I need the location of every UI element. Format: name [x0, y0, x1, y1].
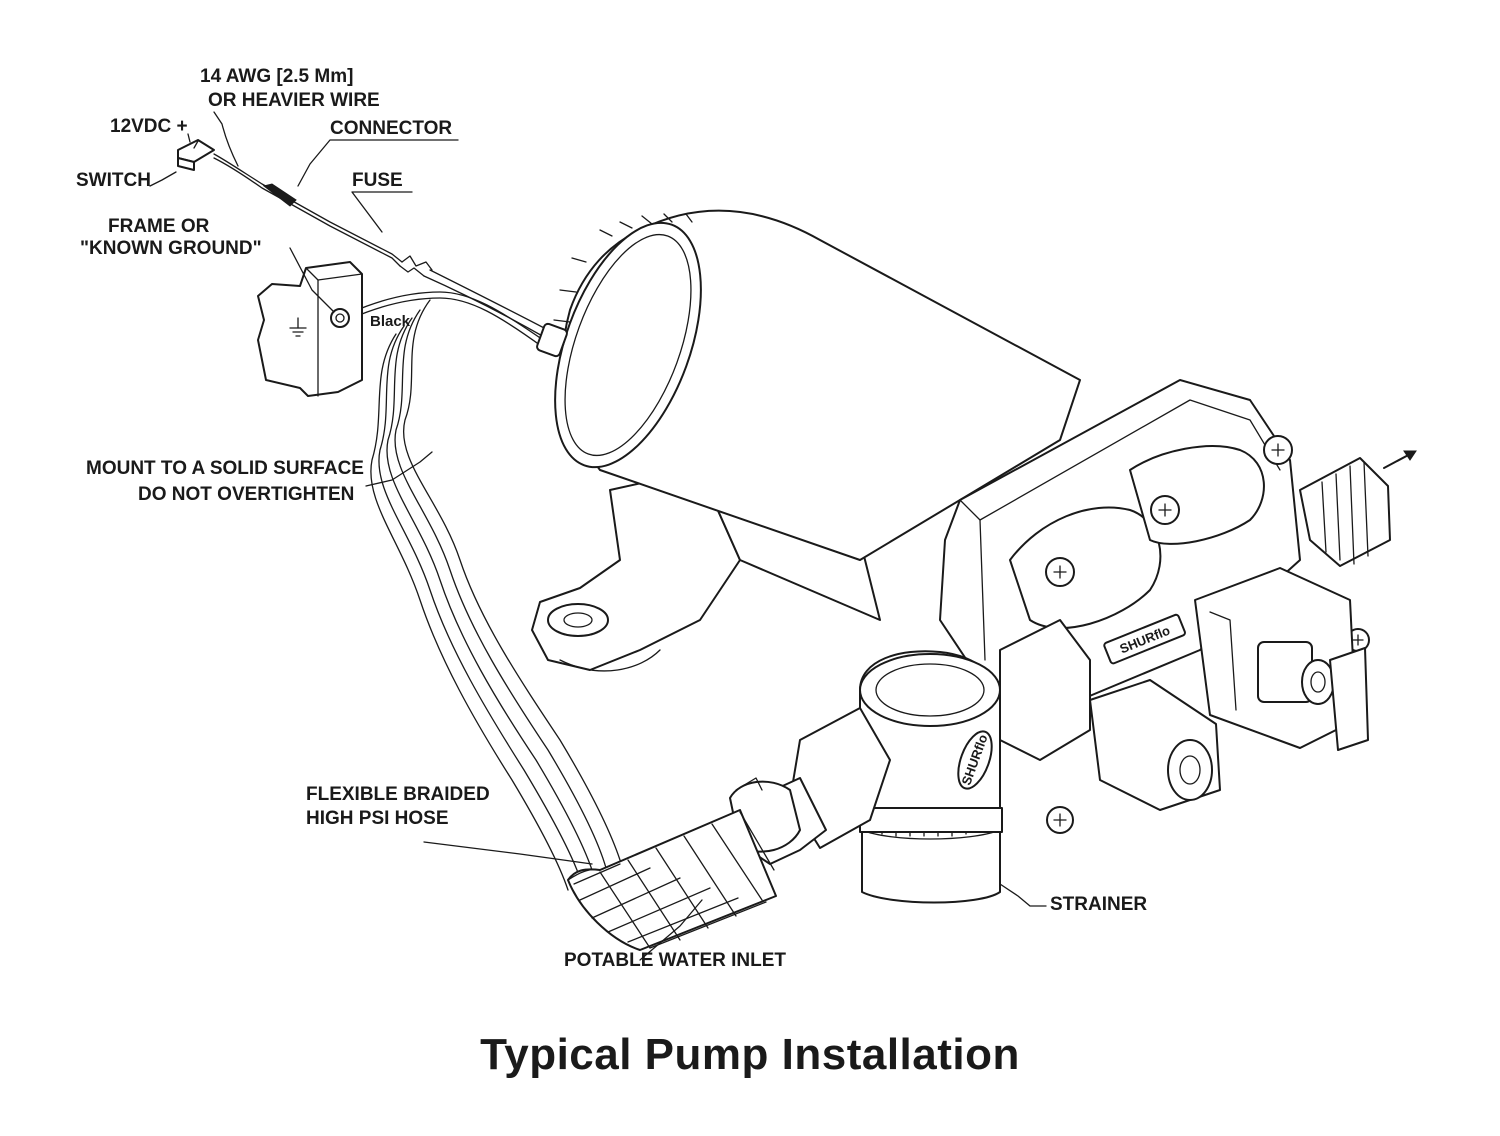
wire-gauge-label-line1: 14 AWG [2.5 Mm]: [200, 66, 353, 87]
ground-label-line1: FRAME OR: [108, 216, 210, 237]
mounting-surface: [370, 299, 621, 891]
leader-lines: [149, 111, 1047, 961]
black-wire-label: Black: [370, 313, 411, 330]
connector-label: CONNECTOR: [330, 118, 452, 139]
mount-label-line1: MOUNT TO A SOLID SURFACE: [86, 458, 364, 479]
figure-caption: Typical Pump Installation: [480, 1030, 1020, 1079]
switch-icon: [177, 139, 215, 171]
pump-head: SHURflo: [939, 379, 1391, 834]
pump-motor: [531, 209, 1081, 672]
strainer-label: STRAINER: [1050, 894, 1147, 915]
inlet-label: POTABLE WATER INLET: [564, 950, 786, 971]
ground-label-line2: "KNOWN GROUND": [80, 238, 262, 259]
inlet-hose: [567, 707, 891, 951]
strainer: SHURflo: [859, 619, 1221, 904]
ground-symbol-icon: [289, 317, 307, 337]
outlet-arrow-icon: [1383, 450, 1417, 469]
switch-label: SWITCH: [76, 170, 151, 191]
wire-gauge-label-line2: OR HEAVIER WIRE: [208, 90, 380, 111]
hose-label-line1: FLEXIBLE BRAIDED: [306, 784, 490, 805]
connector-icon: [262, 183, 297, 207]
supply-label: 12VDC +: [110, 116, 188, 137]
fuse-icon: [399, 255, 433, 277]
hose-label-line2: HIGH PSI HOSE: [306, 808, 449, 829]
fuse-label: FUSE: [352, 170, 403, 191]
callout-labels: 14 AWG [2.5 Mm] OR HEAVIER WIRE 12VDC + …: [76, 66, 1147, 971]
wiring: [177, 139, 549, 397]
ground-frame: [257, 261, 363, 397]
mount-label-line2: DO NOT OVERTIGHTEN: [138, 484, 354, 505]
